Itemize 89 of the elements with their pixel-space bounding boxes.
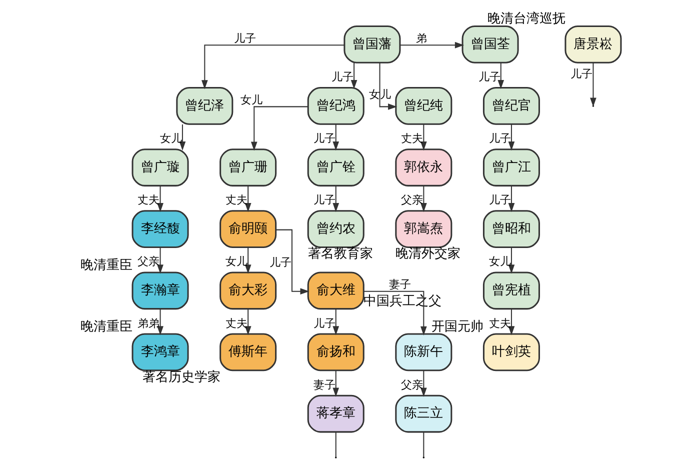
node-box: 曾约农 bbox=[306, 210, 364, 248]
arrow bbox=[250, 106, 308, 151]
arrow bbox=[497, 62, 504, 90]
edge-label: 妻子 bbox=[312, 378, 335, 392]
arrow bbox=[332, 186, 339, 212]
arrow bbox=[420, 370, 426, 397]
edge-label: 儿子 bbox=[268, 256, 291, 269]
edge-label: 儿子 bbox=[330, 70, 353, 84]
node-label: 晚清外交家 bbox=[395, 246, 460, 262]
node-box: 曾广铨 bbox=[306, 148, 364, 186]
arrow bbox=[420, 186, 426, 212]
node-box: 唐景崧 bbox=[564, 25, 622, 64]
node-box: 曾广江 bbox=[482, 148, 540, 186]
edge-label: 儿子 bbox=[312, 194, 335, 207]
node-box: 李经馥 bbox=[131, 210, 188, 248]
edge-label: 女儿 bbox=[240, 93, 262, 106]
arrow bbox=[378, 62, 397, 110]
arrow bbox=[244, 309, 251, 336]
node-box: 曾纪纯 bbox=[394, 87, 452, 125]
node-box: 曾纪官 bbox=[482, 87, 540, 125]
edge-label: 弟弟 bbox=[137, 316, 160, 330]
node-box: 傅斯年 bbox=[219, 333, 276, 372]
arrow bbox=[156, 248, 163, 274]
arrow bbox=[508, 186, 514, 212]
arrow bbox=[420, 124, 426, 151]
arrow bbox=[508, 248, 514, 274]
node-box: 郭嵩焘 bbox=[394, 210, 452, 248]
edge-label: 丈夫 bbox=[224, 194, 247, 207]
node-box: 陈新午 bbox=[394, 333, 452, 372]
node-label: 开国元帅 bbox=[430, 319, 483, 334]
edge-label: 丈夫 bbox=[224, 316, 247, 330]
edge-label: 儿子 bbox=[488, 194, 510, 207]
edge-label: 父亲 bbox=[137, 255, 160, 268]
arrow bbox=[508, 124, 514, 151]
node-box: 蒋孝章 bbox=[306, 394, 364, 433]
edge-label: 儿子 bbox=[234, 32, 256, 45]
edge-label: 儿子 bbox=[312, 132, 335, 146]
edge-label: 弟 bbox=[416, 32, 427, 45]
edge-label: 父亲 bbox=[400, 194, 423, 207]
edge-label: 丈夫 bbox=[137, 194, 160, 207]
node-box: 陈三立 bbox=[394, 394, 452, 433]
node-label: 晚清重臣 bbox=[80, 258, 132, 273]
arrow bbox=[178, 124, 186, 151]
node-label: 晚清台湾巡抚 bbox=[487, 12, 566, 27]
node-box: 曾昭和 bbox=[482, 210, 540, 248]
arrow bbox=[508, 309, 514, 336]
arrow bbox=[156, 186, 163, 212]
edge-label: 女儿 bbox=[224, 255, 247, 268]
node-label: 著名教育家 bbox=[307, 246, 372, 262]
arrow bbox=[350, 62, 357, 90]
connector bbox=[334, 432, 336, 457]
node-box: 曾纪泽 bbox=[176, 87, 233, 125]
arrow bbox=[332, 124, 339, 151]
edge-label: 儿子 bbox=[478, 70, 500, 84]
arrow bbox=[200, 44, 344, 90]
arrow bbox=[244, 186, 251, 212]
arrow bbox=[400, 42, 464, 48]
edge-label: 女儿 bbox=[488, 255, 510, 268]
node-box: 曾国荃 bbox=[461, 25, 518, 64]
connector bbox=[422, 432, 424, 457]
node-box: 叶剑英 bbox=[482, 333, 540, 372]
edge-label: 儿子 bbox=[488, 132, 510, 146]
node-box: 俞大彩 bbox=[219, 272, 276, 310]
node-box: 俞明颐 bbox=[219, 210, 276, 248]
arrow bbox=[244, 248, 251, 274]
node-label: 晚清重臣 bbox=[80, 319, 132, 334]
edge-label: 丈夫 bbox=[400, 132, 423, 146]
edge-label: 女儿 bbox=[159, 132, 182, 146]
node-box: 曾广璇 bbox=[131, 148, 188, 186]
edge-label: 儿子 bbox=[570, 67, 592, 80]
node-box: 曾纪鸿 bbox=[306, 87, 364, 125]
node-label: 著名历史学家 bbox=[142, 370, 220, 385]
node-box: 曾广珊 bbox=[219, 148, 276, 186]
edge-label: 父亲 bbox=[400, 378, 423, 392]
node-box: 俞扬和 bbox=[306, 333, 364, 372]
arrow bbox=[156, 309, 163, 336]
node-box: 李瀚章 bbox=[131, 272, 188, 310]
edge-label: 妻子 bbox=[388, 278, 410, 292]
arrow bbox=[363, 290, 426, 336]
node-box: 曾宪植 bbox=[482, 272, 540, 310]
node-box: 李鸿章 bbox=[131, 333, 188, 372]
node-box: 郭依永 bbox=[394, 148, 452, 186]
arrow bbox=[276, 229, 309, 295]
node-box: 俞大维 bbox=[306, 272, 364, 310]
arrow bbox=[332, 309, 339, 336]
edge-label: 丈夫 bbox=[488, 316, 510, 330]
arrow bbox=[332, 370, 339, 397]
edge-label: 儿子 bbox=[312, 316, 335, 330]
node-box: 曾国藩 bbox=[343, 25, 400, 64]
